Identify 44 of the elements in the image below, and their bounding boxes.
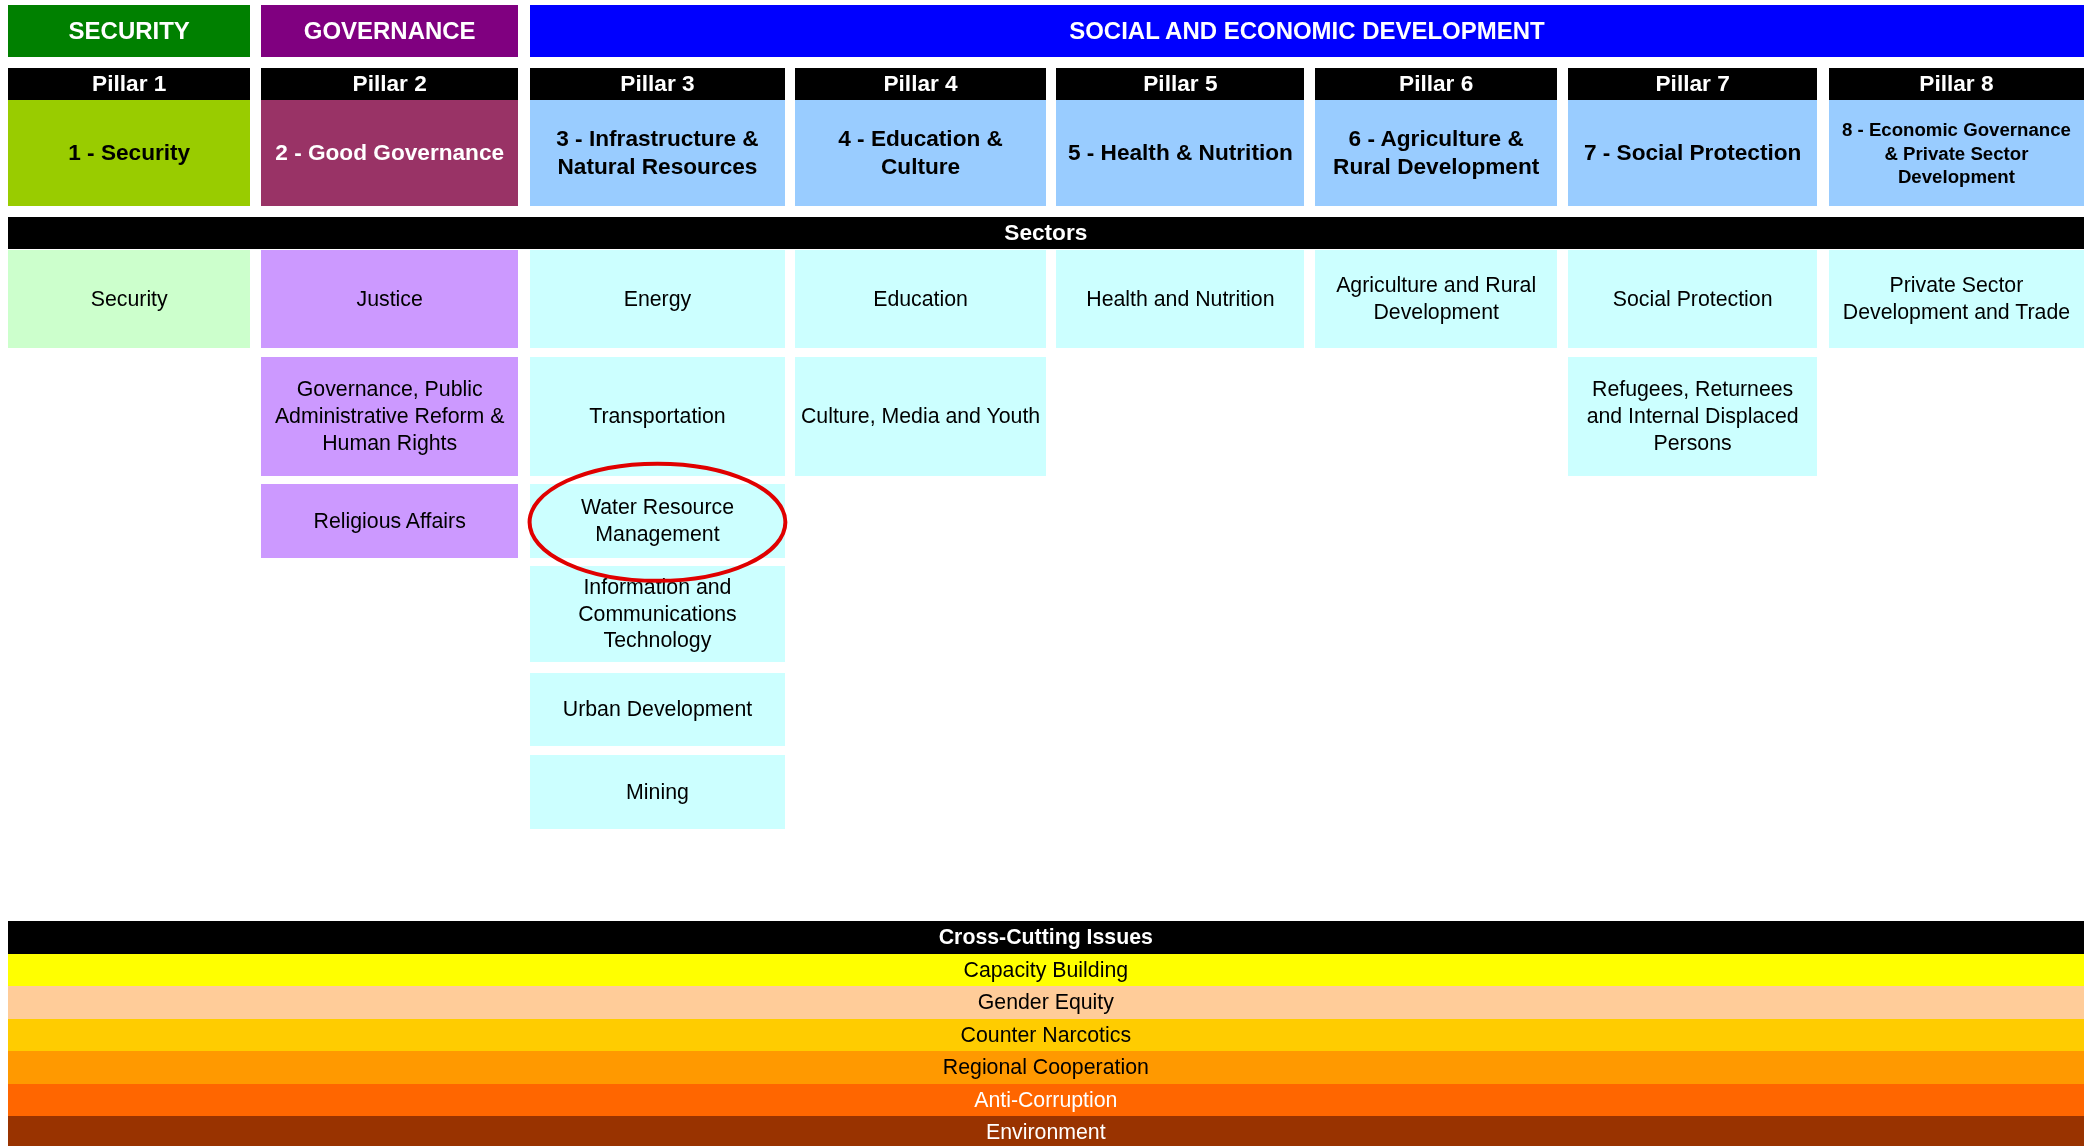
pillar-label: Pillar 5: [1056, 67, 1305, 100]
section-band: Cross-Cutting Issues: [8, 920, 2084, 954]
sector-box: Private Sector Development and Trade: [1829, 250, 2084, 348]
sector-box: Transportation: [530, 357, 785, 476]
pillar-label: Pillar 1: [8, 67, 251, 100]
pillar-label: Pillar 8: [1829, 67, 2084, 100]
pillar-title: 8 - Economic Governance & Private Sector Development: [1829, 99, 2084, 207]
pillar-title: 2 - Good Governance: [261, 99, 519, 207]
sector-box: Mining: [530, 755, 785, 829]
header-band: GOVERNANCE: [261, 5, 519, 58]
pillar-title: 6 - Agriculture & Rural Development: [1314, 99, 1558, 207]
sector-box: Culture, Media and Youth: [795, 357, 1046, 476]
header-band: SOCIAL AND ECONOMIC DEVELOPMENT: [530, 5, 2084, 58]
sector-box: Information and Communications Technology: [530, 566, 785, 663]
sector-box: Governance, Public Administrative Reform & Human Rights: [261, 357, 519, 476]
section-band: Sectors: [8, 217, 2084, 250]
issue-band: Counter Narcotics: [8, 1018, 2084, 1052]
pillar-label: Pillar 4: [795, 67, 1046, 100]
pillar-title: 5 - Health & Nutrition: [1056, 99, 1305, 207]
pillar-label: Pillar 6: [1314, 67, 1558, 100]
sector-box: Education: [795, 250, 1046, 348]
issue-band: Gender Equity: [8, 986, 2084, 1019]
issue-band: Regional Cooperation: [8, 1051, 2084, 1084]
issue-band: Anti-Corruption: [8, 1083, 2084, 1117]
header-band: SECURITY: [8, 5, 251, 58]
pillar-label: Pillar 3: [530, 67, 785, 100]
sector-box: Water Resource Management: [530, 483, 785, 559]
pillar-label: Pillar 7: [1568, 67, 1818, 100]
sector-box: Social Protection: [1568, 250, 1818, 348]
issue-band: Environment: [8, 1116, 2084, 1146]
sector-box: Energy: [530, 250, 785, 348]
pillar-title: 4 - Education & Culture: [795, 99, 1046, 207]
pillar-label: Pillar 2: [261, 67, 519, 100]
pillar-title: 7 - Social Protection: [1568, 99, 1818, 207]
pillar-title: 1 - Security: [8, 99, 251, 207]
sector-box: Agriculture and Rural Development: [1314, 250, 1558, 348]
sector-box: Security: [8, 250, 251, 348]
sector-box: Health and Nutrition: [1056, 250, 1305, 348]
pillar-title: 3 - Infrastructure & Natural Resources: [530, 99, 785, 207]
sector-box: Religious Affairs: [261, 483, 519, 559]
issue-band: Capacity Building: [8, 953, 2084, 987]
sector-box: Refugees, Returnees and Internal Displaced Persons: [1568, 357, 1818, 476]
sector-box: Urban Development: [530, 672, 785, 747]
sector-box: Justice: [261, 250, 519, 348]
